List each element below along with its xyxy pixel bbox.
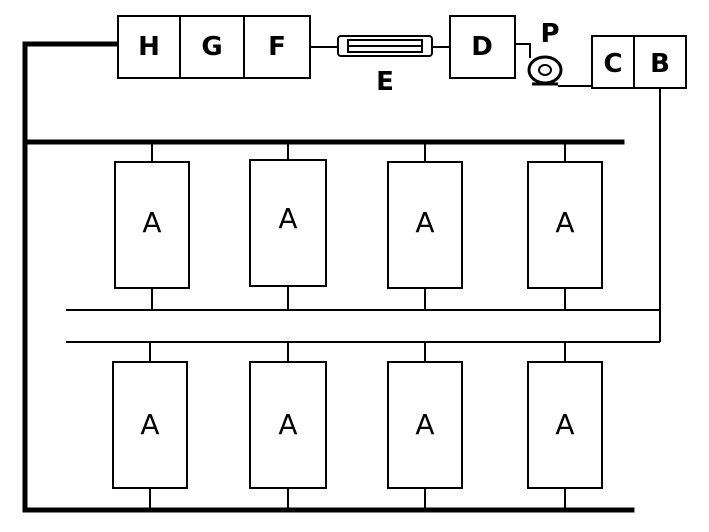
upper-unit-row: A A A A	[114, 142, 603, 310]
pump-p-icon	[527, 55, 563, 86]
unit-b-box	[633, 35, 687, 89]
unit-f-label: F	[268, 32, 286, 62]
unit-h-label: H	[138, 32, 160, 62]
unit-d-box	[449, 15, 516, 79]
unit-d-label: D	[471, 32, 493, 62]
unit-a-label: A	[278, 408, 297, 441]
unit-a-label: A	[415, 206, 434, 239]
unit-a-lower-1: A	[112, 342, 188, 510]
unit-b-label: B	[650, 49, 670, 79]
unit-a-upper-2: A	[249, 142, 327, 310]
unit-a-label: A	[555, 408, 574, 441]
lower-unit-row: A A A A	[112, 342, 603, 510]
unit-a-upper-1: A	[114, 142, 190, 310]
left-return-pipe	[22, 41, 635, 513]
unit-c-label: C	[603, 49, 622, 79]
unit-a-upper-4: A	[527, 142, 603, 310]
unit-g-label: G	[201, 32, 222, 62]
unit-a-lower-3: A	[387, 342, 463, 510]
unit-g-box	[179, 15, 245, 79]
unit-a-label: A	[278, 202, 297, 235]
unit-e-tube	[337, 35, 433, 57]
unit-a-label: A	[415, 408, 434, 441]
equipment-row: H G F E D P C B	[117, 15, 687, 97]
unit-a-lower-4: A	[527, 342, 603, 510]
d-to-pump-pipe	[515, 43, 531, 58]
unit-a-label: A	[142, 206, 161, 239]
unit-f-box	[243, 15, 311, 79]
unit-e-label: E	[376, 67, 394, 97]
unit-a-lower-2: A	[249, 342, 327, 510]
unit-a-upper-3: A	[387, 142, 463, 310]
unit-a-label: A	[140, 408, 159, 441]
pipes	[22, 41, 661, 513]
pump-p-label: P	[540, 19, 559, 49]
unit-a-label: A	[555, 206, 574, 239]
